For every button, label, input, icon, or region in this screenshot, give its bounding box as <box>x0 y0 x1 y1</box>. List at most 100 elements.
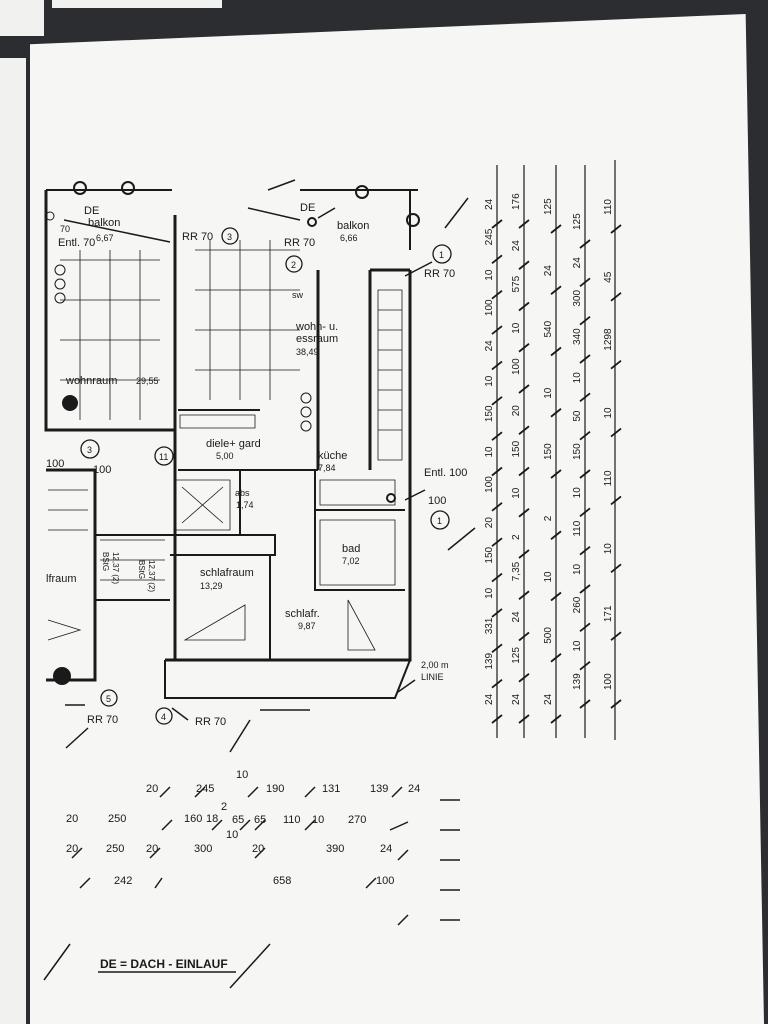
vdim-col1-14: 24 <box>484 198 495 210</box>
vdim-col2-3: 7,35 <box>511 561 522 581</box>
vdim-col2-8: 100 <box>511 358 522 375</box>
vdim-tick-col4-5 <box>579 507 591 518</box>
vdim-tick-col4-6 <box>579 469 591 479</box>
balkon-right-label: balkon <box>337 220 369 232</box>
vdim-col2-4: 2 <box>511 534 522 540</box>
vdim-col4-7: 50 <box>572 410 583 422</box>
vdim-col3-5: 10 <box>543 387 554 399</box>
vdim-tick-col2-7 <box>518 425 530 435</box>
vdim-tick-col2-0 <box>518 714 530 724</box>
bdim-r3-5: 390 <box>326 843 344 855</box>
bdim-r1-6: 24 <box>408 783 420 795</box>
fixtures <box>45 181 420 685</box>
vdim-tick-col2-1 <box>518 673 530 683</box>
vdim-tick-col1-12 <box>491 290 503 300</box>
vdim-col5-2: 10 <box>603 543 614 555</box>
vdim-tick-col1-14 <box>491 219 503 229</box>
bdim-r3-1: 250 <box>106 843 124 855</box>
val-100-a: 100 <box>46 458 64 470</box>
vdim-tick-col3-1 <box>550 653 562 663</box>
rr70-label-e: RR 70 <box>195 716 226 728</box>
vdim-col1-3: 10 <box>484 587 495 599</box>
room-labels: balkon 6,67 balkon 6,66 wohnraum 29,55 w… <box>46 217 369 631</box>
background-paper-top <box>52 0 222 8</box>
vdim-col4-9: 340 <box>572 328 583 345</box>
vdim-tick-col5-3 <box>610 495 622 506</box>
de-right-label: DE <box>300 202 315 214</box>
schlafraum-area: 13,29 <box>200 581 223 591</box>
bdim-r2b: 10 <box>226 829 238 841</box>
vdim-col1-1: 139 <box>484 653 495 670</box>
vdim-col2-6: 150 <box>511 440 522 457</box>
bdim-r2-0: 20 <box>66 813 78 825</box>
bdim-r2-4: 2 <box>221 801 227 813</box>
vdim-col1-11: 100 <box>484 299 495 316</box>
vdim-col3-3: 2 <box>543 515 554 521</box>
abs-label: abs <box>235 488 250 498</box>
de-left-label: DE <box>84 205 99 217</box>
background-paper-left <box>0 58 26 1024</box>
vdim-tick-col3-0 <box>550 714 562 724</box>
vdim-col4-0: 139 <box>572 673 583 690</box>
vdim-tick-col4-9 <box>579 354 591 364</box>
marker-2: 2 <box>291 260 296 270</box>
vdim-tick-col2-11 <box>518 260 530 270</box>
wohn-essraum-label-2: essraum <box>296 333 338 345</box>
vdim-col3-6: 540 <box>543 320 554 337</box>
vdim-tick-col4-10 <box>579 315 591 326</box>
bdim-r2-6: 65 <box>254 814 266 826</box>
vdim-col3-0: 24 <box>543 693 554 705</box>
vdim-col4-12: 125 <box>572 213 583 230</box>
vdim-col2-0: 24 <box>511 693 522 705</box>
exterior-walls <box>44 190 412 682</box>
rr70-label-b: RR 70 <box>284 237 315 249</box>
marker-4: 4 <box>161 712 166 722</box>
vdim-col4-8: 10 <box>572 372 583 384</box>
vdim-tick-col1-5 <box>491 537 503 547</box>
vdim-col1-2: 331 <box>484 617 495 634</box>
vdim-col5-5: 1298 <box>603 328 614 351</box>
vdim-tick-col3-6 <box>550 346 562 357</box>
vdim-col1-12: 10 <box>484 269 495 281</box>
vdim-col2-10: 575 <box>511 275 522 292</box>
vdim-tick-col2-6 <box>518 466 530 477</box>
vdim-col2-7: 20 <box>511 405 522 417</box>
vdim-col5-7: 110 <box>603 199 614 215</box>
wohn-essraum-label-1: wohn- u. <box>295 321 338 333</box>
bdim-r3-0: 20 <box>66 843 78 855</box>
bstg-1-label: BStG <box>101 552 110 571</box>
schlafr-label: schlafr. <box>285 608 320 620</box>
vdim-col4-3: 10 <box>572 563 583 575</box>
kueche-label: küche <box>318 450 347 462</box>
bdim-r1-1: 245 <box>196 783 214 795</box>
linie-label: LINIE <box>421 672 444 682</box>
wohnraum-label: wohnraum <box>65 375 117 387</box>
vdim-tick-col5-1 <box>610 631 622 641</box>
vdim-tick-col3-7 <box>550 285 562 295</box>
marker-11: 11 <box>159 452 168 462</box>
vdim-tick-col5-0 <box>610 699 622 709</box>
bdim-r3-2: 20 <box>146 843 158 855</box>
vdim-tick-col1-13 <box>491 254 503 265</box>
vdim-tick-col3-8 <box>550 224 562 234</box>
rr70-label-c: RR 70 <box>424 268 455 280</box>
legend-text: DE = DACH - EINLAUF <box>100 957 228 971</box>
vdim-col1-8: 150 <box>484 405 495 422</box>
vdim-col2-9: 10 <box>511 322 522 334</box>
vdim-tick-col2-5 <box>518 508 530 518</box>
vdim-tick-col4-12 <box>579 239 591 249</box>
left-room-label: lfraum <box>46 573 77 585</box>
entl-left-label: Entl. 70 <box>58 237 95 249</box>
vdim-col3-7: 24 <box>543 265 554 277</box>
bdim-r3-6: 24 <box>380 843 392 855</box>
bdim-r2-8: 10 <box>312 814 324 826</box>
bdim-r4-0: 242 <box>114 875 132 887</box>
vdim-col4-10: 300 <box>572 290 583 307</box>
bdim-r1-0: 20 <box>146 783 158 795</box>
kueche-area: 7,84 <box>318 463 336 473</box>
vdim-tick-col4-3 <box>579 584 591 594</box>
balkon-left-label: balkon <box>88 217 120 229</box>
vdim-col2-11: 24 <box>511 240 522 252</box>
bdim-r1-4: 131 <box>322 783 340 795</box>
bdim-r2-7: 110 <box>283 814 301 826</box>
